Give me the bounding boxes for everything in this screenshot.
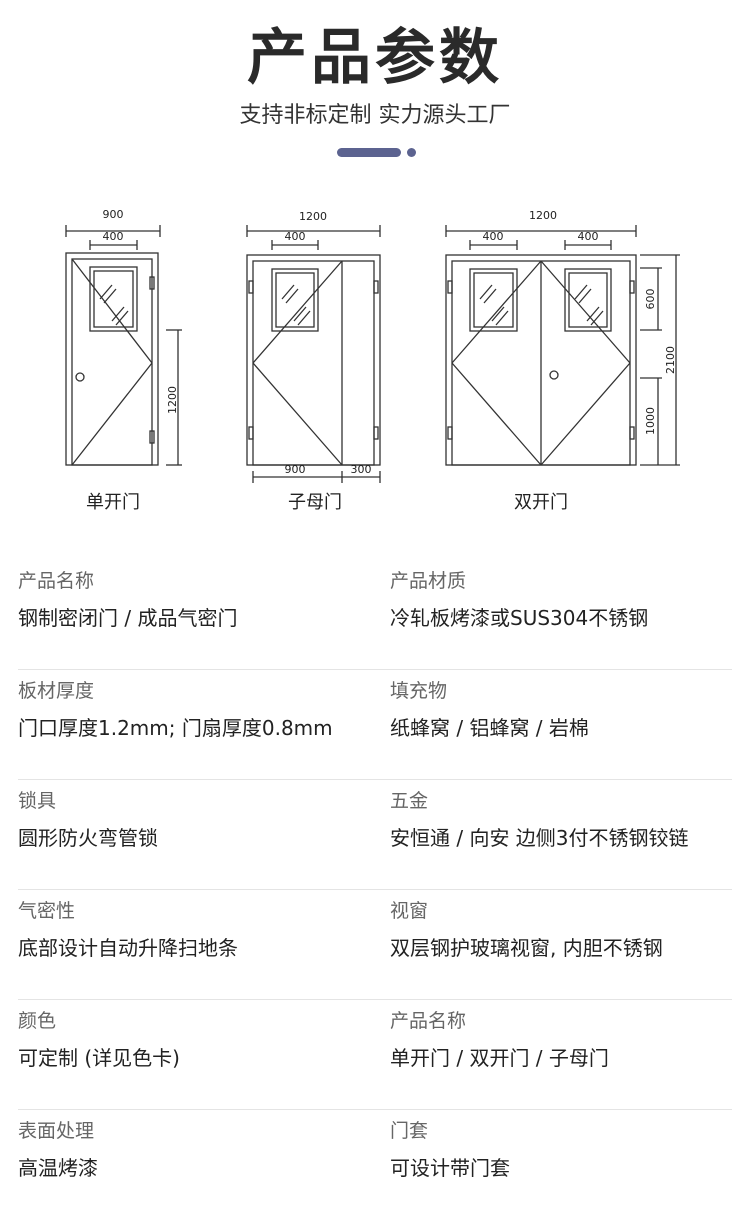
double-door-label: 双开门	[514, 492, 568, 513]
double-lock-height-dim: 1000	[644, 407, 657, 435]
spec-label: 产品材质	[390, 570, 467, 592]
spec-value: 纸蜂窝 / 铝蜂窝 / 岩棉	[390, 716, 589, 740]
spec-value: 安恒通 / 向安 边侧3付不锈钢铰链	[390, 826, 689, 850]
single-window-dim: 400	[103, 230, 124, 243]
spec-cell: 产品名称 单开门 / 双开门 / 子母门	[390, 1000, 609, 1072]
spec-row: 表面处理 高温烤漆 门套 可设计带门套	[18, 1110, 732, 1219]
mother-son-window-dim: 400	[285, 230, 306, 243]
spec-row: 锁具 圆形防火弯管锁 五金 安恒通 / 向安 边侧3付不锈钢铰链	[18, 780, 732, 890]
mother-son-door-drawing	[246, 225, 381, 483]
double-door-drawing	[445, 225, 680, 466]
single-width-dim: 900	[103, 208, 124, 221]
mother-son-main-leaf-dim: 900	[285, 463, 306, 476]
double-window-right-dim: 400	[578, 230, 599, 243]
mother-son-door-label: 子母门	[288, 492, 342, 513]
spec-value: 双层钢护玻璃视窗, 内胆不锈钢	[390, 936, 663, 960]
spec-table: 产品名称 钢制密闭门 / 成品气密门 产品材质 冷轧板烤漆或SUS304不锈钢 …	[0, 560, 750, 1219]
mother-son-side-leaf-dim: 300	[351, 463, 372, 476]
page-subtitle: 支持非标定制 实力源头工厂	[239, 103, 511, 128]
accent-bar	[337, 148, 401, 157]
spec-label: 填充物	[390, 680, 448, 702]
spec-value: 可设计带门套	[390, 1156, 510, 1180]
accent-dot	[407, 148, 416, 157]
spec-value: 钢制密闭门 / 成品气密门	[18, 606, 238, 630]
spec-value: 高温烤漆	[18, 1156, 98, 1180]
spec-cell: 表面处理 高温烤漆	[18, 1110, 98, 1182]
spec-value: 可定制 (详见色卡)	[18, 1046, 180, 1070]
spec-value: 单开门 / 双开门 / 子母门	[390, 1046, 609, 1070]
spec-cell: 气密性 底部设计自动升降扫地条	[18, 890, 238, 962]
spec-value: 冷轧板烤漆或SUS304不锈钢	[390, 606, 649, 630]
spec-value: 圆形防火弯管锁	[18, 826, 158, 850]
spec-cell: 门套 可设计带门套	[390, 1110, 510, 1182]
spec-label: 锁具	[18, 790, 57, 812]
spec-cell: 锁具 圆形防火弯管锁	[18, 780, 158, 852]
spec-label: 颜色	[18, 1010, 57, 1032]
spec-row: 产品名称 钢制密闭门 / 成品气密门 产品材质 冷轧板烤漆或SUS304不锈钢	[18, 560, 732, 670]
double-window-height-dim: 600	[644, 289, 657, 310]
double-window-left-dim: 400	[483, 230, 504, 243]
spec-cell: 五金 安恒通 / 向安 边侧3付不锈钢铰链	[390, 780, 689, 852]
spec-cell: 产品名称 钢制密闭门 / 成品气密门	[18, 560, 237, 632]
spec-row: 气密性 底部设计自动升降扫地条 视窗 双层钢护玻璃视窗, 内胆不锈钢	[18, 890, 732, 1000]
single-door-drawing	[65, 225, 182, 466]
spec-row: 板材厚度 门口厚度1.2mm; 门扇厚度0.8mm 填充物 纸蜂窝 / 铝蜂窝 …	[18, 670, 732, 780]
page-title: 产品参数	[247, 23, 503, 93]
accent-decoration	[337, 148, 423, 157]
spec-cell: 板材厚度 门口厚度1.2mm; 门扇厚度0.8mm	[18, 670, 333, 742]
spec-label: 气密性	[18, 900, 76, 922]
spec-label: 产品名称	[18, 570, 95, 592]
spec-cell: 产品材质 冷轧板烤漆或SUS304不锈钢	[390, 560, 648, 632]
spec-cell: 颜色 可定制 (详见色卡)	[18, 1000, 180, 1072]
double-total-height-dim: 2100	[664, 346, 677, 374]
spec-cell: 填充物 纸蜂窝 / 铝蜂窝 / 岩棉	[390, 670, 589, 742]
mother-son-width-dim: 1200	[299, 210, 327, 223]
spec-cell: 视窗 双层钢护玻璃视窗, 内胆不锈钢	[390, 890, 663, 962]
single-door-label: 单开门	[86, 492, 140, 513]
spec-label: 五金	[390, 790, 429, 812]
single-height-dim: 1200	[166, 386, 179, 414]
spec-label: 产品名称	[390, 1010, 467, 1032]
spec-label: 门套	[390, 1120, 429, 1142]
door-diagrams: 900 400 1200 1200 400 900 300 1200 400 4…	[65, 208, 680, 483]
double-width-dim: 1200	[529, 209, 557, 222]
spec-row: 颜色 可定制 (详见色卡) 产品名称 单开门 / 双开门 / 子母门	[18, 1000, 732, 1110]
spec-value: 底部设计自动升降扫地条	[18, 936, 238, 960]
spec-label: 视窗	[390, 900, 429, 922]
spec-value: 门口厚度1.2mm; 门扇厚度0.8mm	[18, 716, 333, 740]
spec-label: 表面处理	[18, 1120, 95, 1142]
spec-label: 板材厚度	[18, 680, 95, 702]
